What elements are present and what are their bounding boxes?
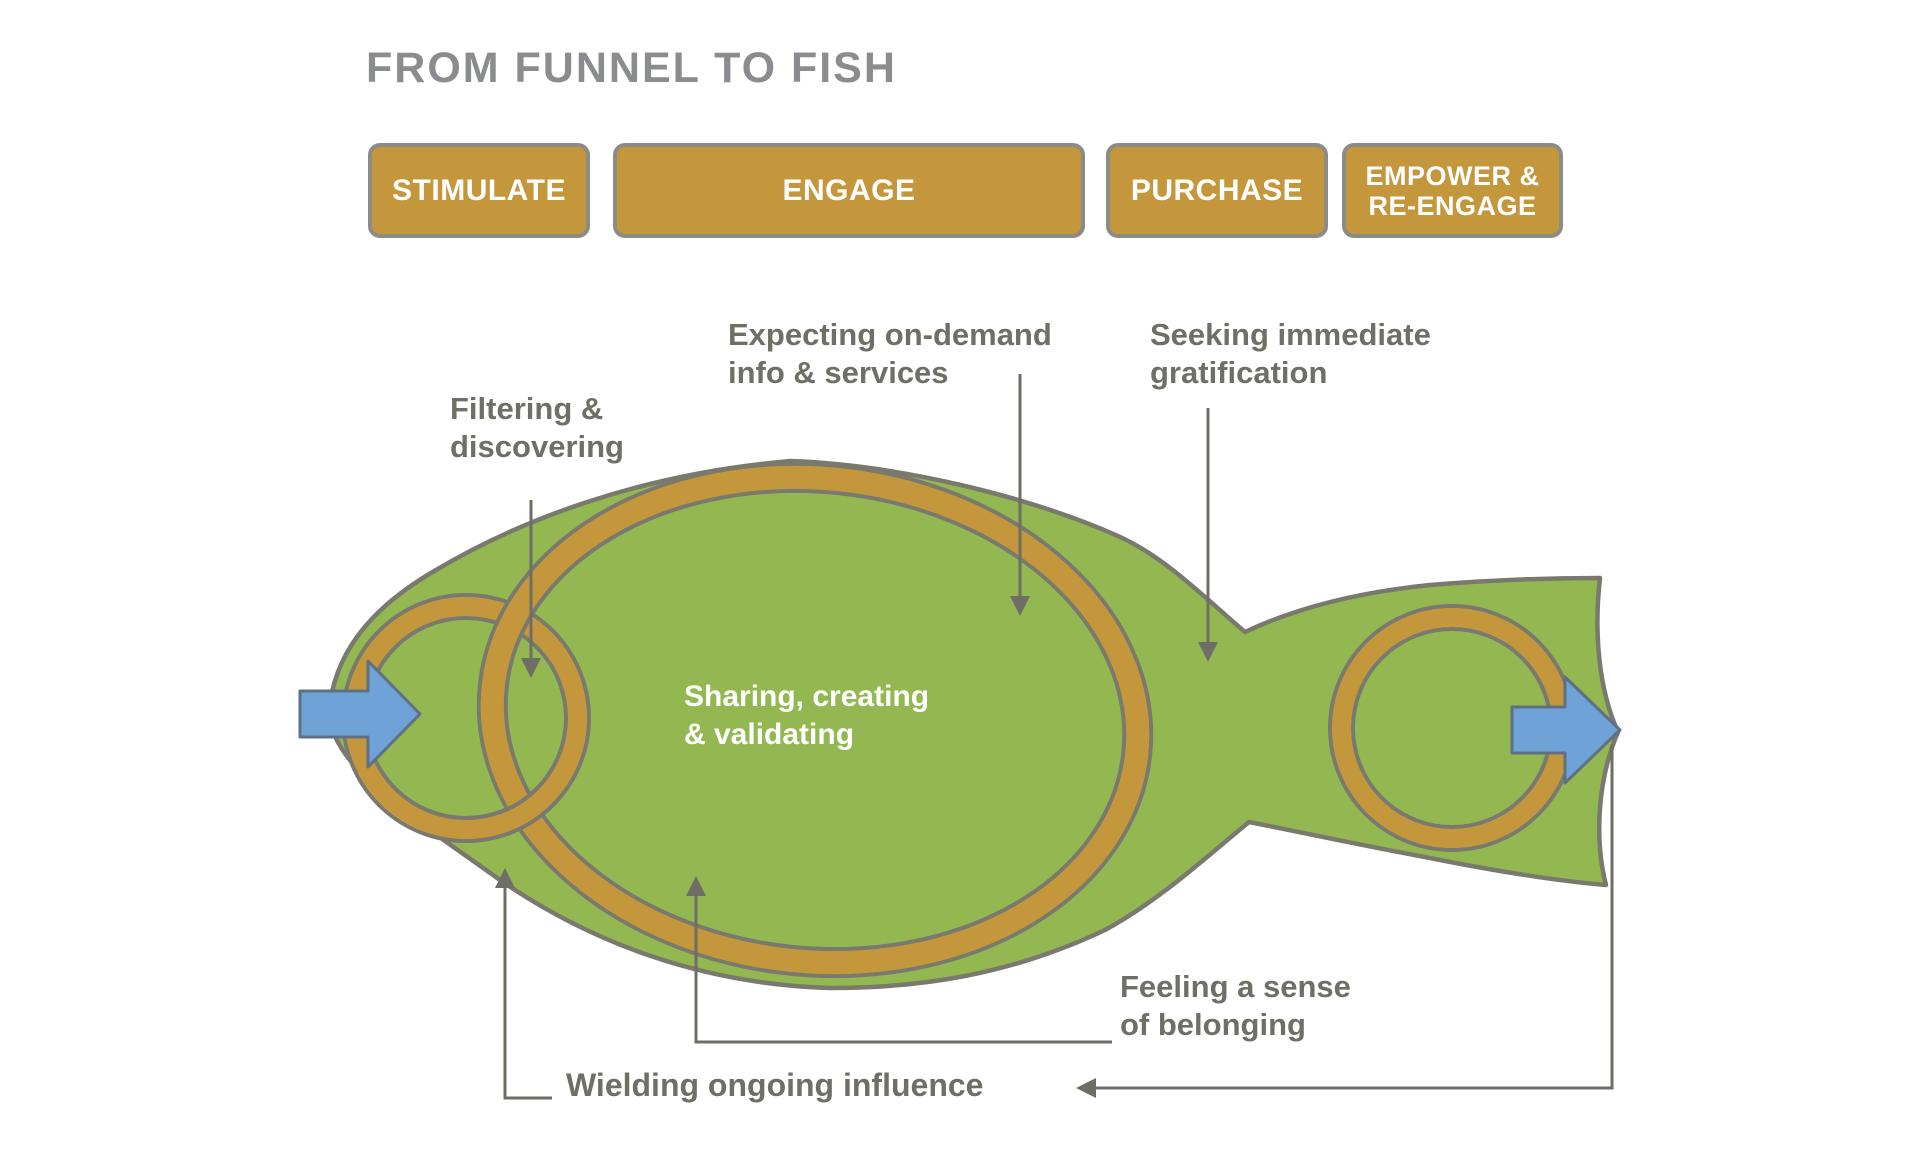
label-sharing-creating: Sharing, creating & validating (684, 680, 930, 751)
stage-button-engage[interactable]: ENGAGE (613, 143, 1085, 238)
label-feeling-belonging: Feeling a sense of belonging (1120, 969, 1351, 1042)
fish-body (326, 458, 1621, 991)
filtering-arrowhead-icon (521, 658, 541, 678)
wielding-up-arrowhead-icon (495, 868, 515, 888)
head-ring-overlap (423, 781, 562, 844)
feeling-connector (694, 892, 1112, 1044)
seeking-arrowhead-icon (1198, 642, 1218, 662)
stage-button-empower-reengage-label: EMPOWER & RE-ENGAGE (1365, 160, 1540, 221)
annotation-connectors (503, 374, 1614, 1100)
label-expecting-on-demand: Expecting on-demand info & services (728, 317, 1052, 390)
flow-in-arrow-icon (298, 659, 422, 769)
stage-button-purchase[interactable]: PURCHASE (1106, 143, 1328, 238)
stage-button-engage-label: ENGAGE (782, 173, 916, 207)
page-title: FROM FUNNEL TO FISH (366, 44, 897, 92)
wielding-left-connector (503, 884, 552, 1100)
connector-arrowheads (495, 596, 1218, 1098)
feeling-arrowhead-icon (686, 876, 706, 896)
stage-button-stimulate-label: STIMULATE (392, 173, 566, 207)
wielding-right-connector (1096, 744, 1614, 1090)
flow-out-arrow-icon (1510, 675, 1622, 785)
stage-button-empower-reengage[interactable]: EMPOWER & RE-ENGAGE (1342, 143, 1563, 238)
stage-button-stimulate[interactable]: STIMULATE (368, 143, 590, 238)
expecting-arrowhead-icon (1010, 596, 1030, 616)
label-filtering-discovering: Filtering & discovering (450, 391, 624, 464)
label-seeking-gratification: Seeking immediate gratification (1150, 317, 1431, 390)
label-wielding-influence: Wielding ongoing influence (566, 1067, 984, 1103)
body-ring (476, 461, 1154, 979)
wielding-left-arrowhead-icon (1076, 1078, 1096, 1098)
stage-button-purchase-label: PURCHASE (1130, 173, 1304, 207)
